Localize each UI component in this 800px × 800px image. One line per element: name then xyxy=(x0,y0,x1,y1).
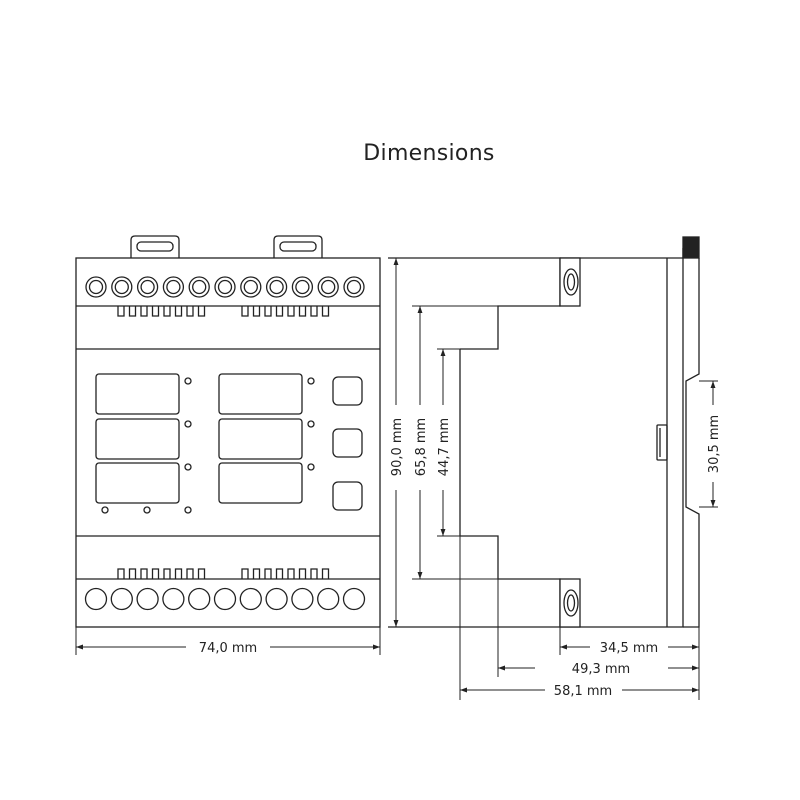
terminal-screw-bottom xyxy=(136,587,159,611)
terminal-screw-top xyxy=(85,276,107,298)
front-button-2 xyxy=(332,428,363,458)
bottom-comb xyxy=(117,568,330,579)
top-clip-right xyxy=(273,235,323,258)
terminal-screw-bottom xyxy=(265,587,288,611)
terminal-screw-bottom xyxy=(110,587,133,611)
top-clip-left xyxy=(130,235,180,258)
terminal-screw-bottom xyxy=(291,587,314,611)
top-comb xyxy=(117,306,330,317)
height-inner-label: 44,7 mm xyxy=(437,418,452,476)
top-terminals xyxy=(85,276,365,298)
display-3 xyxy=(95,462,180,504)
dimension-lines xyxy=(75,257,718,700)
terminal-screw-bottom xyxy=(162,587,185,611)
terminal-screw-bottom xyxy=(317,587,340,611)
terminal-screw-top xyxy=(317,276,339,298)
housing-outline xyxy=(75,257,381,628)
bottom-terminals xyxy=(84,587,366,611)
terminal-screw-top xyxy=(162,276,185,298)
depth-1-label: 34,5 mm xyxy=(600,641,658,656)
terminal-screw-top xyxy=(214,276,236,298)
front-button-1 xyxy=(332,376,363,406)
terminal-screw-top xyxy=(240,276,262,298)
height-mid-label: 65,8 mm xyxy=(414,418,429,476)
height-total-label: 90,0 mm xyxy=(390,418,405,476)
terminal-screw-top xyxy=(265,276,288,298)
terminal-screw-bottom xyxy=(213,587,237,611)
width-label: 74,0 mm xyxy=(199,641,257,656)
display-6 xyxy=(218,462,303,504)
page-title: Dimensions xyxy=(363,141,495,166)
terminal-screw-top xyxy=(188,276,210,298)
terminal-screw-top xyxy=(343,276,365,298)
depth-2-label: 49,3 mm xyxy=(572,662,630,677)
display-2 xyxy=(95,418,180,460)
front-view xyxy=(75,235,381,628)
front-button-3 xyxy=(332,481,363,511)
terminal-screw-bottom xyxy=(188,587,211,611)
side-view xyxy=(388,236,700,628)
display-4 xyxy=(218,373,303,415)
terminal-screw-top xyxy=(291,276,314,298)
terminal-screw-bottom xyxy=(239,587,262,611)
terminal-screw-top xyxy=(111,276,133,298)
display-1 xyxy=(95,373,180,415)
terminal-screw-top xyxy=(136,276,159,298)
depth-3-label: 58,1 mm xyxy=(554,684,612,699)
terminal-screw-bottom xyxy=(342,587,366,611)
side-latch xyxy=(656,424,668,461)
display-panel xyxy=(95,373,363,514)
terminal-screw-bottom xyxy=(84,587,108,611)
rail-height-label: 30,5 mm xyxy=(707,415,722,473)
rail-release-tab xyxy=(682,236,700,259)
display-5 xyxy=(218,418,303,460)
